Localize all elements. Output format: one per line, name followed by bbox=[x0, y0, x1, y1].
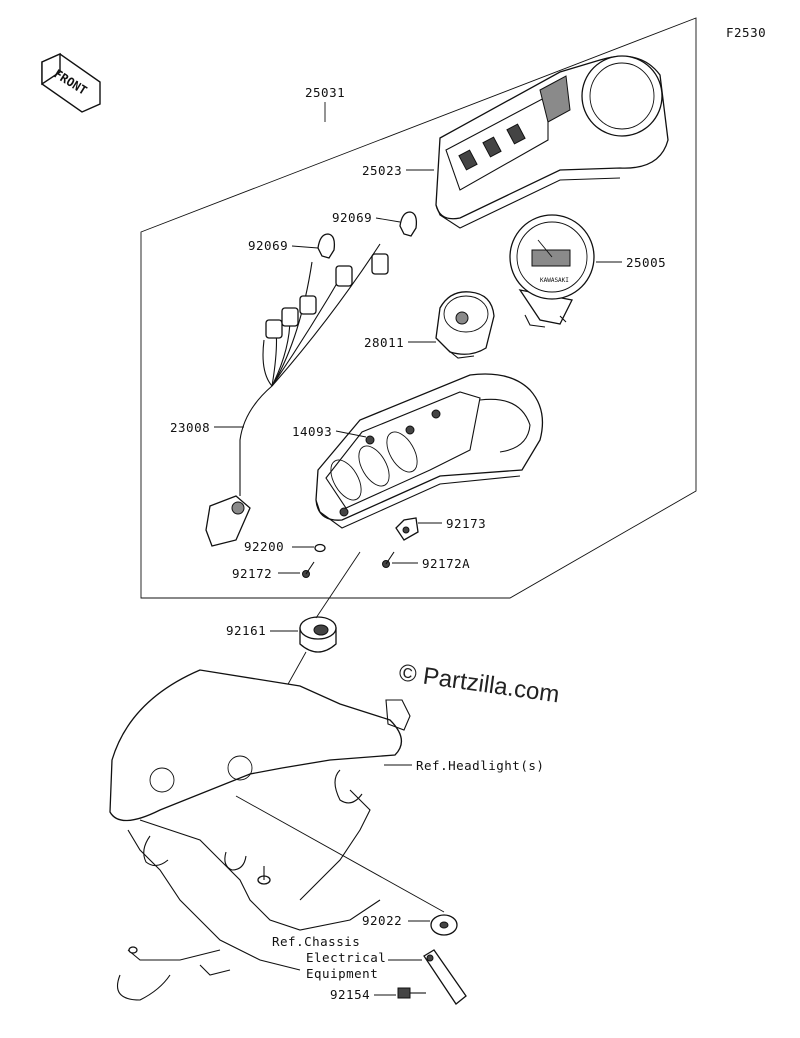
callout-28011: 28011 bbox=[364, 335, 404, 350]
callout-14093: 14093 bbox=[292, 424, 332, 439]
callout-25005: 25005 bbox=[626, 255, 666, 270]
washer-small bbox=[314, 543, 326, 553]
callout-92172A: 92172A bbox=[422, 556, 470, 571]
meter-case-upper bbox=[435, 55, 669, 229]
washer-large bbox=[430, 914, 458, 936]
indicator-unit bbox=[435, 291, 495, 359]
callout-92172: 92172 bbox=[232, 566, 272, 581]
meter-bracket bbox=[109, 669, 411, 1001]
screw-left bbox=[302, 561, 315, 578]
callout-92161: 92161 bbox=[226, 623, 266, 638]
front-direction-badge: FRONT bbox=[41, 52, 101, 113]
svg-text:KAWASAKI: KAWASAKI bbox=[540, 277, 569, 284]
callout-92069-upper: 92069 bbox=[332, 210, 372, 225]
leader-92069-left bbox=[291, 245, 319, 249]
callout-92069-left: 92069 bbox=[248, 238, 288, 253]
callout-23008: 23008 bbox=[170, 420, 210, 435]
callout-92200: 92200 bbox=[244, 539, 284, 554]
callout-ref-chassis-line3: Equipment bbox=[306, 966, 378, 981]
callout-92173: 92173 bbox=[446, 516, 486, 531]
screw-right bbox=[382, 551, 395, 568]
figure-code: F2530 bbox=[726, 25, 766, 40]
callout-ref-chassis-line2: Electrical bbox=[306, 950, 386, 965]
callout-92154: 92154 bbox=[330, 987, 370, 1002]
callout-92022: 92022 bbox=[362, 913, 402, 928]
callout-25031: 25031 bbox=[305, 85, 345, 100]
bracket-small bbox=[395, 517, 419, 541]
callout-ref-headlight: Ref.Headlight(s) bbox=[416, 758, 544, 773]
wiring-harness bbox=[205, 243, 389, 547]
leader-grommet-up bbox=[315, 551, 361, 619]
leader-92022-long bbox=[235, 795, 445, 913]
bulb-left bbox=[317, 233, 336, 259]
speedometer: KAWASAKI bbox=[509, 214, 595, 328]
bulb-upper bbox=[399, 211, 418, 237]
callout-25023: 25023 bbox=[362, 163, 402, 178]
bolt bbox=[397, 987, 426, 999]
meter-case-lower bbox=[315, 373, 544, 529]
grommet bbox=[299, 616, 337, 653]
ground-terminal bbox=[423, 949, 467, 1005]
assembly-boundary bbox=[140, 17, 697, 599]
leader-92069-upper bbox=[375, 217, 401, 223]
callout-ref-chassis-line1: Ref.Chassis bbox=[272, 934, 360, 949]
watermark: © Partzilla.com bbox=[397, 659, 561, 708]
leader-14093 bbox=[335, 430, 367, 438]
